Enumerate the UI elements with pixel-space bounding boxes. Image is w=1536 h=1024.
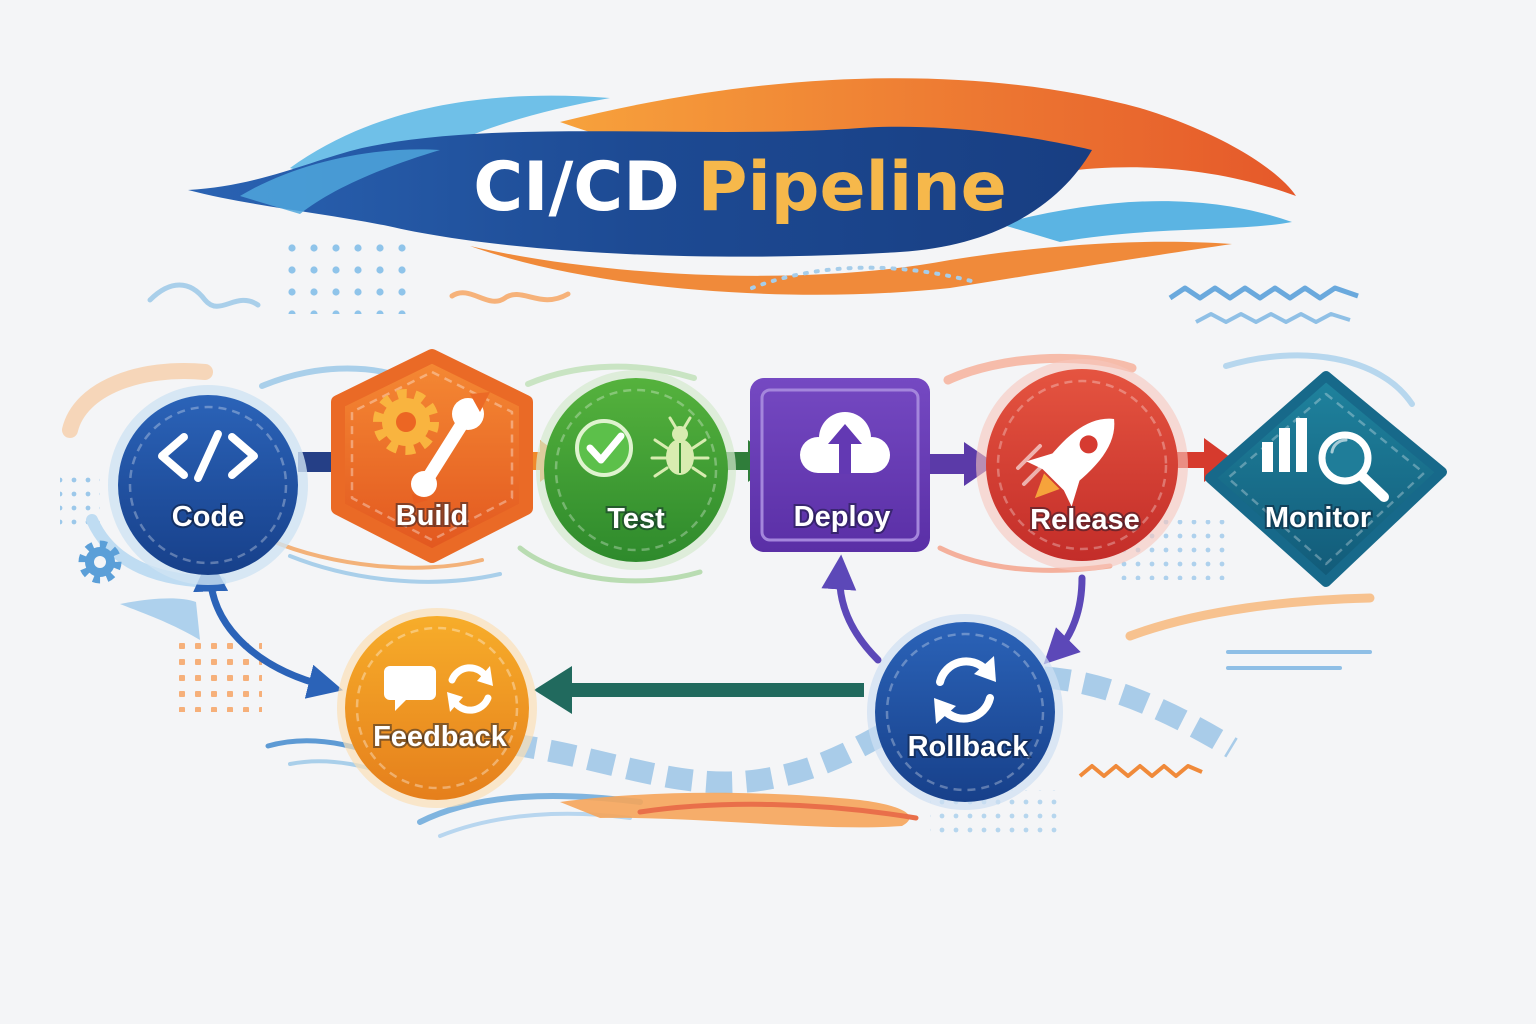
gear-wrench-icon <box>373 389 490 504</box>
code-brackets-icon <box>158 430 258 482</box>
decor-zigzag-2 <box>1195 312 1351 324</box>
cloud-upload-icon <box>800 412 890 474</box>
decor-dots-line <box>750 265 977 290</box>
title-lead: CI/CD <box>473 148 679 227</box>
check-bug-icon <box>575 416 710 478</box>
decor-swirl <box>517 545 703 584</box>
decor-swirl <box>62 363 213 438</box>
decor-dot-grid-top-left <box>278 236 410 314</box>
stage-build: Build <box>331 349 533 563</box>
decor-wave-orange <box>449 290 571 304</box>
stage-build-label: Build <box>396 500 469 532</box>
decor-swirl <box>1125 593 1375 641</box>
arrow-release-to-rollback <box>1043 574 1086 665</box>
decor-orange-band <box>560 792 910 828</box>
decor-swirl <box>525 363 697 387</box>
decor-wave-bottom <box>637 801 919 821</box>
rocket-icon <box>1016 418 1115 507</box>
swoosh-blue-right <box>1000 201 1292 242</box>
arrow-code-feedback-loop <box>193 556 343 699</box>
title-band <box>188 126 1092 257</box>
stage-rollback: Rollback <box>867 614 1063 810</box>
stage-test-label: Test <box>607 503 665 535</box>
gear-icon <box>78 540 122 584</box>
stage-deploy: Deploy <box>750 378 930 552</box>
refresh-icon <box>934 656 996 724</box>
swoosh-orange-bottom <box>470 241 1232 295</box>
swoosh-blue-accent <box>240 149 440 214</box>
stage-code: Code <box>108 385 308 585</box>
arrow-rollback-to-deploy <box>821 554 882 664</box>
chart-magnifier-icon <box>1262 418 1389 502</box>
stage-monitor-label: Monitor <box>1265 502 1371 534</box>
stage-feedback-label: Feedback <box>373 721 508 753</box>
title-tail: Pipeline <box>698 148 1007 227</box>
stage-test: Test <box>536 370 736 570</box>
decor-swirl <box>943 353 1137 385</box>
stage-monitor: Monitor <box>1205 371 1447 587</box>
decor-zigzag-1 <box>1168 285 1359 301</box>
arrow-rollback-to-feedback <box>534 666 864 714</box>
decor-wave-blue <box>147 282 261 309</box>
chat-refresh-icon <box>384 664 493 714</box>
decor-swirl <box>268 538 484 570</box>
decor-swirl <box>120 598 200 640</box>
decorations <box>60 236 1415 840</box>
decor-dashed-band <box>508 666 1238 794</box>
stage-deploy-label: Deploy <box>794 501 891 533</box>
stage-code-label: Code <box>172 501 245 533</box>
decor-zigzag-3 <box>1078 764 1203 778</box>
stage-release-label: Release <box>1030 504 1140 536</box>
stage-rollback-label: Rollback <box>908 731 1030 763</box>
stage-feedback: Feedback <box>337 608 537 808</box>
stage-release: Release <box>976 359 1188 571</box>
decor-swirl <box>1223 352 1415 407</box>
